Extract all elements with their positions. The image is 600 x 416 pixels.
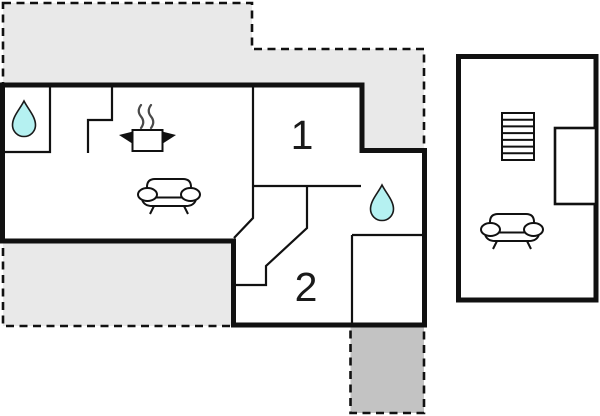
terrace-area-bottom-right [349,322,426,415]
terrace-area-bottom-left [1,239,238,328]
main-building-outline [0,82,427,328]
wall-room1-left [233,83,255,239]
stairs-icon [501,112,535,161]
room-label-2: 2 [295,264,318,310]
interior-walls [3,83,424,325]
wall-kitchen [86,83,114,153]
wall-bathroom1 [3,83,52,154]
annex-closet [553,126,598,206]
wall-hallway-steps [234,186,309,287]
cooking-pot-icon [119,103,176,152]
steam-icon [137,103,155,130]
room-label-1: 1 [291,112,314,158]
